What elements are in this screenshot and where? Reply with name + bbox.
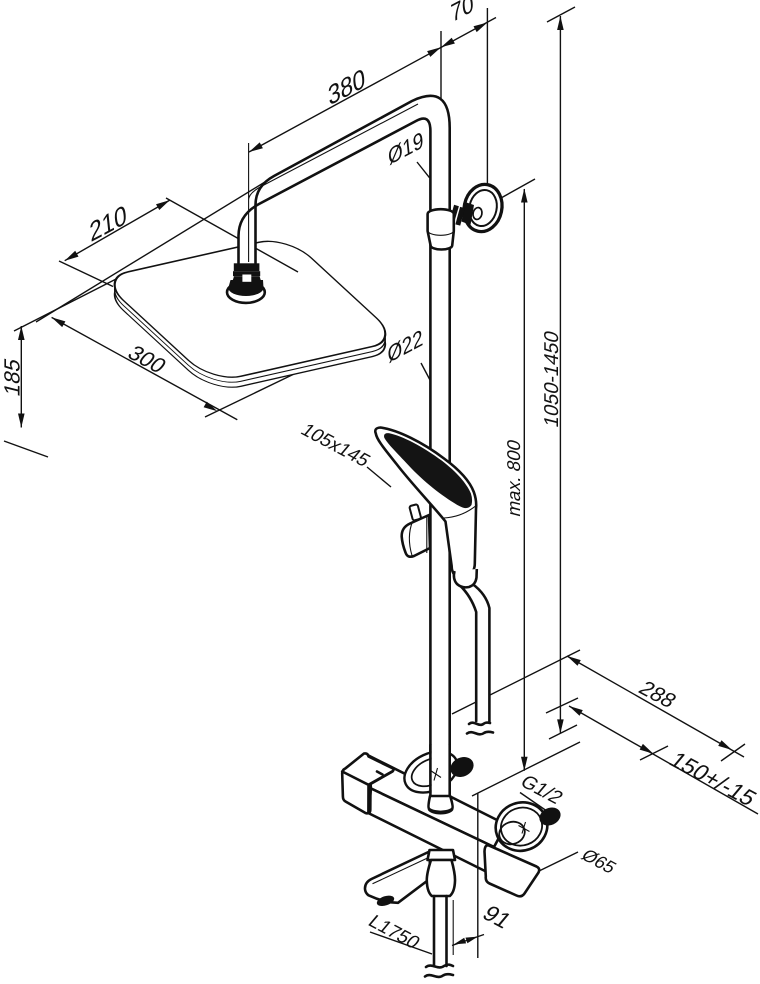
svg-text:1050-1450: 1050-1450: [541, 329, 563, 430]
svg-text:185: 185: [0, 356, 24, 399]
svg-text:max. 800: max. 800: [503, 437, 524, 518]
